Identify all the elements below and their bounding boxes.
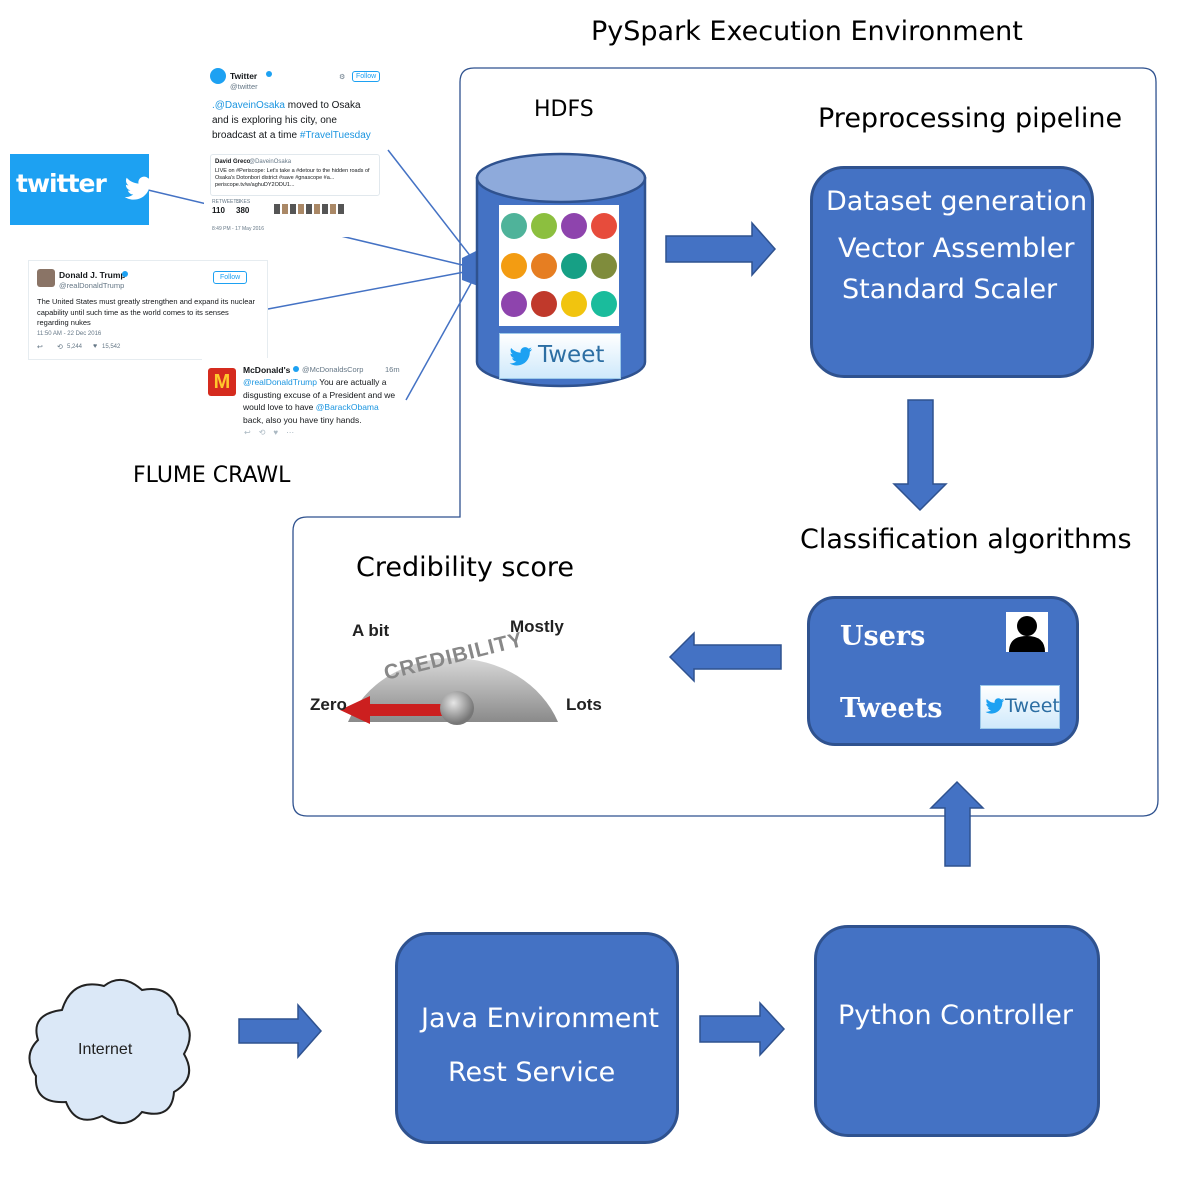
mention-link[interactable]: .@DaveinOsaka: [212, 100, 285, 111]
gauge-hub: [440, 691, 474, 725]
page-title: PySpark Execution Environment: [591, 16, 1023, 47]
twitter-bird-icon: [985, 698, 1005, 714]
credibility-gauge: CREDIBILITY Zero A bit Mostly Lots: [310, 617, 602, 725]
tweet-time: 11:50 AM - 22 Dec 2016: [37, 331, 102, 337]
arrow-java-to-python: [699, 1001, 786, 1057]
rest-service-label: Rest Service: [448, 1057, 616, 1088]
tweet-card-trump: Donald J. Trump @realDonaldTrump Follow …: [28, 260, 268, 360]
quoted-tweet[interactable]: David Greco @DaveinOsaka LIVE on #Perisc…: [210, 154, 380, 196]
settings-icon[interactable]: ⚙: [339, 74, 346, 81]
tweet-age: 16m: [385, 365, 400, 374]
arrow-internet-to-java: [238, 1003, 323, 1059]
liker-avatars: [274, 204, 344, 214]
users-label: Users: [840, 621, 926, 652]
arrow-hdfs-to-preprocessing: [665, 221, 777, 277]
like-count: 380: [236, 206, 250, 215]
step-vector-assembler: Vector Assembler: [838, 233, 1075, 264]
tweet-handle: @McDonaldsCorp: [302, 365, 364, 374]
classification-label: Classification algorithms: [800, 524, 1132, 555]
user-silhouette-icon: [1006, 612, 1048, 652]
twitter-bird-icon: [509, 347, 532, 366]
hashtag-link[interactable]: #TravelTuesday: [299, 130, 371, 141]
users-avatar-grid: [499, 205, 619, 326]
verified-icon: [266, 71, 272, 77]
python-controller-box: Python Controller: [814, 925, 1100, 1137]
step-dataset-generation: Dataset generation: [826, 186, 1088, 217]
tweet-author: Donald J. Trump: [59, 270, 126, 280]
gauge-needle: [340, 696, 458, 724]
twitter-logo: twitter: [10, 154, 153, 225]
step-standard-scaler: Standard Scaler: [842, 274, 1058, 305]
level-lots: Lots: [566, 695, 602, 714]
level-a-bit: A bit: [352, 621, 389, 640]
avatar: [37, 269, 55, 287]
python-controller-label: Python Controller: [838, 1000, 1073, 1031]
tweet-author: Twitter: [230, 71, 258, 81]
tweet-handle: @realDonaldTrump: [59, 281, 125, 290]
verified-icon: [122, 271, 128, 277]
internet-label: Internet: [78, 1041, 133, 1058]
tweet-text: .@DaveinOsaka moved to Osaka and is expl…: [212, 100, 371, 141]
preprocessing-label: Preprocessing pipeline: [818, 103, 1123, 134]
tweet-author: McDonald's: [243, 365, 291, 375]
twitter-bird-icon: [124, 176, 153, 200]
level-zero: Zero: [310, 695, 347, 714]
arrow-python-to-classification: [929, 780, 985, 867]
tweet-time: 8:49 PM - 17 May 2016: [212, 226, 264, 232]
retweet-count: 5,244: [67, 344, 83, 350]
line-tweet-1: [387, 149, 476, 263]
tweet-card-mcdonalds: M McDonald's @McDonaldsCorp 16m @realDon…: [202, 358, 404, 446]
preprocessing-box: Dataset generation Vector Assembler Stan…: [810, 166, 1094, 378]
tweet-text: The United States must greatly strengthe…: [37, 297, 256, 327]
tweet-card-twitter: Twitter @twitter ⚙ Follow .@DaveinOsaka …: [204, 62, 381, 237]
twitter-logo-text: twitter: [16, 169, 107, 198]
retweet-icon[interactable]: ⟲: [57, 344, 63, 351]
classification-box: Users Tweets Tweet: [807, 596, 1079, 746]
tweet-actions[interactable]: ↩⟲♥⋯: [244, 428, 303, 437]
hdfs-tweet-button[interactable]: Tweet: [499, 333, 621, 379]
line-tweet-3: [405, 275, 476, 401]
level-mostly: Mostly: [510, 617, 564, 636]
java-environment-box: Java Environment Rest Service: [395, 932, 679, 1144]
java-environment-label: Java Environment: [421, 1003, 660, 1034]
follow-button[interactable]: Follow: [352, 71, 381, 82]
arrow-preprocessing-to-classification: [892, 399, 948, 512]
tweet-text: @realDonaldTrump You are actually a disg…: [243, 377, 396, 425]
hdfs-label: HDFS: [534, 97, 594, 122]
tweet-handle: @twitter: [230, 82, 258, 91]
tweets-label: Tweets: [840, 693, 943, 724]
classification-tweet-button[interactable]: Tweet: [980, 685, 1060, 729]
mcdonalds-logo-icon: M: [208, 368, 236, 396]
line-tweet-2: [267, 269, 476, 310]
heart-icon[interactable]: ♥: [93, 343, 98, 350]
reply-icon[interactable]: ↩: [37, 344, 43, 351]
follow-button[interactable]: Follow: [213, 271, 248, 284]
internet-cloud-icon: Internet: [28, 979, 191, 1124]
avatar: [210, 68, 226, 84]
like-count: 15,542: [102, 344, 121, 350]
credibility-label: Credibility score: [356, 552, 574, 583]
verified-icon: [293, 366, 299, 372]
arrow-classification-to-credibility: [668, 631, 782, 683]
flume-crawl-label: FLUME CRAWL: [133, 463, 291, 488]
line-convergence-arrow: [462, 250, 478, 286]
retweet-count: 110: [212, 206, 225, 215]
